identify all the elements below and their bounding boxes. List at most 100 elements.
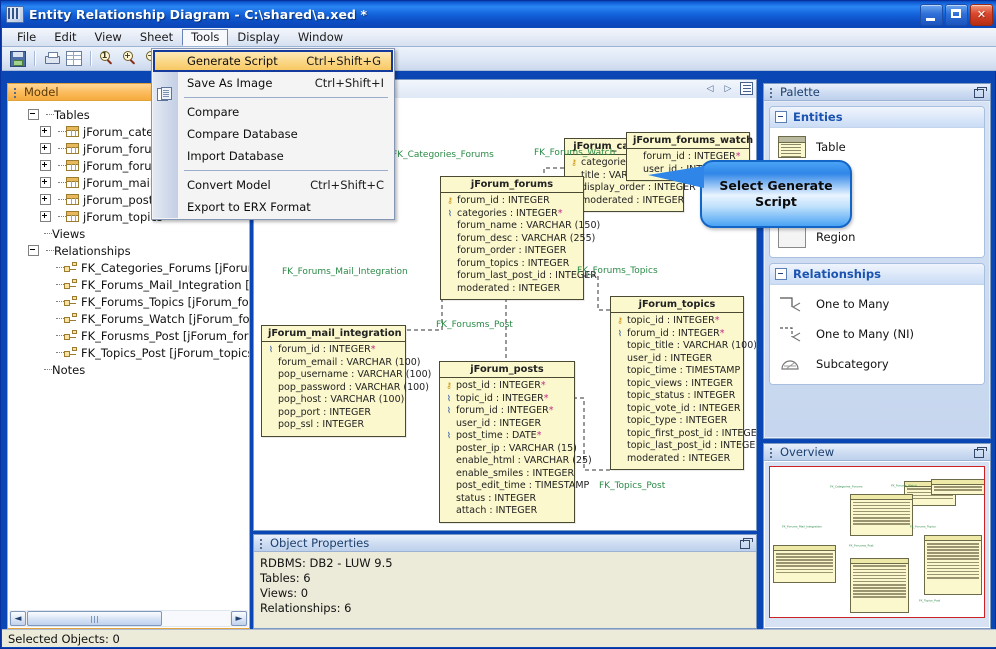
- tree-node-table[interactable]: jForum_forums: [16, 140, 249, 157]
- palette-item-subcategory[interactable]: Subcategory: [770, 349, 984, 379]
- relationship-label[interactable]: FK_Forums_Topics: [577, 266, 658, 276]
- drag-grip-icon[interactable]: [768, 447, 777, 458]
- foreign-key-icon: ⌇: [447, 406, 451, 415]
- tree-node-relationships[interactable]: Relationships: [16, 242, 249, 259]
- collapse-toggle-icon[interactable]: [28, 109, 39, 120]
- expand-toggle-icon[interactable]: [40, 211, 51, 222]
- maximize-button[interactable]: [945, 4, 968, 26]
- tree-node-relationship[interactable]: FK_Forums_Topics [jForum_forums - jForum…: [16, 293, 249, 310]
- tree-node-relationship[interactable]: FK_Forums_Mail_Integration [jForum_forum…: [16, 276, 249, 293]
- scroll-track[interactable]: [27, 610, 230, 627]
- tree-node-relationship[interactable]: FK_Forums_Watch [jForum_forums - jForum_…: [16, 310, 249, 327]
- entity-box[interactable]: jForum_mail_integration⌇forum_id : INTEG…: [261, 325, 431, 437]
- float-panel-icon[interactable]: [974, 87, 987, 98]
- relationship-label[interactable]: FK_Categories_Forums: [392, 150, 494, 160]
- tree-node-tables[interactable]: Tables: [16, 106, 249, 123]
- collapse-toggle-icon[interactable]: [28, 245, 39, 256]
- drag-grip-icon[interactable]: [12, 87, 21, 98]
- tree-node-views[interactable]: Views: [16, 225, 249, 242]
- minimize-button[interactable]: [920, 4, 943, 26]
- zoom-actual-button[interactable]: 1: [97, 49, 117, 68]
- menu-separator: [184, 170, 388, 171]
- collapse-toggle-icon[interactable]: [775, 268, 787, 280]
- relationship-label[interactable]: FK_Forusms_Post: [436, 320, 513, 330]
- entity-column: ⌇post_time : DATE*: [443, 430, 570, 443]
- entity-box[interactable]: jForum_topics⚷topic_id : INTEGER*⌇forum_…: [610, 296, 756, 470]
- tree-node-relationship[interactable]: FK_Forusms_Post [jForum_forums - jForum_…: [16, 327, 249, 344]
- tree-node-table[interactable]: jForum_posts: [16, 191, 249, 208]
- palette-item-table[interactable]: Table: [770, 132, 984, 162]
- palette-item-label: Subcategory: [816, 357, 889, 371]
- prev-tab-arrow-icon[interactable]: ◁: [706, 83, 714, 94]
- relationship-label[interactable]: FK_Topics_Post: [599, 481, 666, 491]
- collapse-toggle-icon[interactable]: [775, 111, 787, 123]
- callout-tail: [648, 166, 704, 188]
- palette-item-one-to-many-ni[interactable]: One to Many (NI): [770, 319, 984, 349]
- callout-line1: Select Generate: [719, 178, 833, 193]
- print-button[interactable]: [41, 49, 61, 68]
- entity-box[interactable]: jForum_forums⚷forum_id : INTEGER⌇categor…: [440, 176, 600, 300]
- column-text: pop_username : VARCHAR (100): [278, 369, 432, 380]
- scroll-left-button[interactable]: ◄: [10, 611, 26, 626]
- overview-title-bar: Overview: [764, 444, 990, 461]
- column-text: topic_type : INTEGER: [627, 415, 728, 426]
- menu-file[interactable]: File: [17, 29, 37, 44]
- tree-node-notes[interactable]: Notes: [16, 361, 249, 378]
- menu-item-compare[interactable]: Compare: [152, 101, 394, 123]
- entity-column: enable_smiles : INTEGER: [443, 468, 574, 481]
- entity-box[interactable]: jForum_posts⚷post_id : INTEGER*⌇topic_id…: [439, 361, 592, 523]
- float-panel-icon[interactable]: [974, 447, 987, 458]
- zoom-in-button[interactable]: +: [120, 49, 140, 68]
- palette-item-region[interactable]: Region: [770, 222, 984, 252]
- menu-item-compare-database[interactable]: Compare Database: [152, 123, 394, 145]
- expand-toggle-icon[interactable]: [40, 194, 51, 205]
- menu-bar: File Edit View Sheet Tools Display Windo…: [2, 28, 996, 47]
- menu-view[interactable]: View: [94, 29, 122, 44]
- drag-grip-icon[interactable]: [768, 87, 777, 98]
- column-text: topic_id : INTEGER: [456, 392, 544, 404]
- float-panel-icon[interactable]: [740, 538, 753, 549]
- not-null-marker: *: [735, 151, 741, 162]
- tree-node-table[interactable]: jForum_topics: [16, 208, 249, 225]
- palette-item-one-to-many[interactable]: One to Many: [770, 289, 984, 319]
- save-button[interactable]: [8, 49, 28, 68]
- column-text: user_id : INTEGER: [456, 417, 542, 429]
- menu-item-label: Compare: [187, 105, 240, 119]
- tab-list-icon[interactable]: [740, 82, 753, 95]
- menu-window[interactable]: Window: [297, 29, 344, 44]
- menu-edit[interactable]: Edit: [54, 29, 77, 44]
- tree-label: FK_Forums_Watch [jForum_forums - jForum_…: [81, 311, 249, 326]
- menu-sheet[interactable]: Sheet: [139, 29, 174, 44]
- page-setup-button[interactable]: [64, 49, 84, 68]
- scroll-right-button[interactable]: ►: [231, 611, 247, 626]
- menu-item-import-database[interactable]: Import Database: [152, 145, 394, 167]
- close-button[interactable]: ✕: [970, 4, 993, 26]
- expand-toggle-icon[interactable]: [40, 143, 51, 154]
- table-icon: [66, 177, 79, 188]
- palette-group-header[interactable]: Entities: [770, 107, 984, 128]
- drag-grip-icon[interactable]: [258, 538, 267, 549]
- tree-node-relationship[interactable]: FK_Categories_Forums [jForum_categories …: [16, 259, 249, 276]
- model-tree-horizontal-scrollbar[interactable]: ◄ ►: [9, 610, 248, 627]
- tree-node-relationship[interactable]: FK_Topics_Post [jForum_topics - jForum_p…: [16, 344, 249, 361]
- expand-toggle-icon[interactable]: [40, 126, 51, 137]
- menu-tools[interactable]: Tools: [182, 28, 229, 46]
- tree-label: Tables: [54, 107, 90, 122]
- relationship-label[interactable]: FK_Forums_Watch: [534, 148, 616, 158]
- menu-item-export-to-erx-format[interactable]: Export to ERX Format: [152, 196, 394, 218]
- next-tab-arrow-icon[interactable]: ▷: [724, 83, 732, 94]
- palette-group-header[interactable]: Relationships: [770, 264, 984, 285]
- expand-toggle-icon[interactable]: [40, 177, 51, 188]
- palette-group-relationships: Relationships One to Many One to Many (N…: [769, 263, 985, 385]
- menu-item-label: Compare Database: [187, 127, 298, 141]
- relationship-label[interactable]: FK_Forums_Mail_Integration: [282, 267, 408, 277]
- expand-toggle-icon[interactable]: [40, 160, 51, 171]
- scroll-thumb[interactable]: [27, 611, 162, 626]
- menu-display[interactable]: Display: [237, 29, 280, 44]
